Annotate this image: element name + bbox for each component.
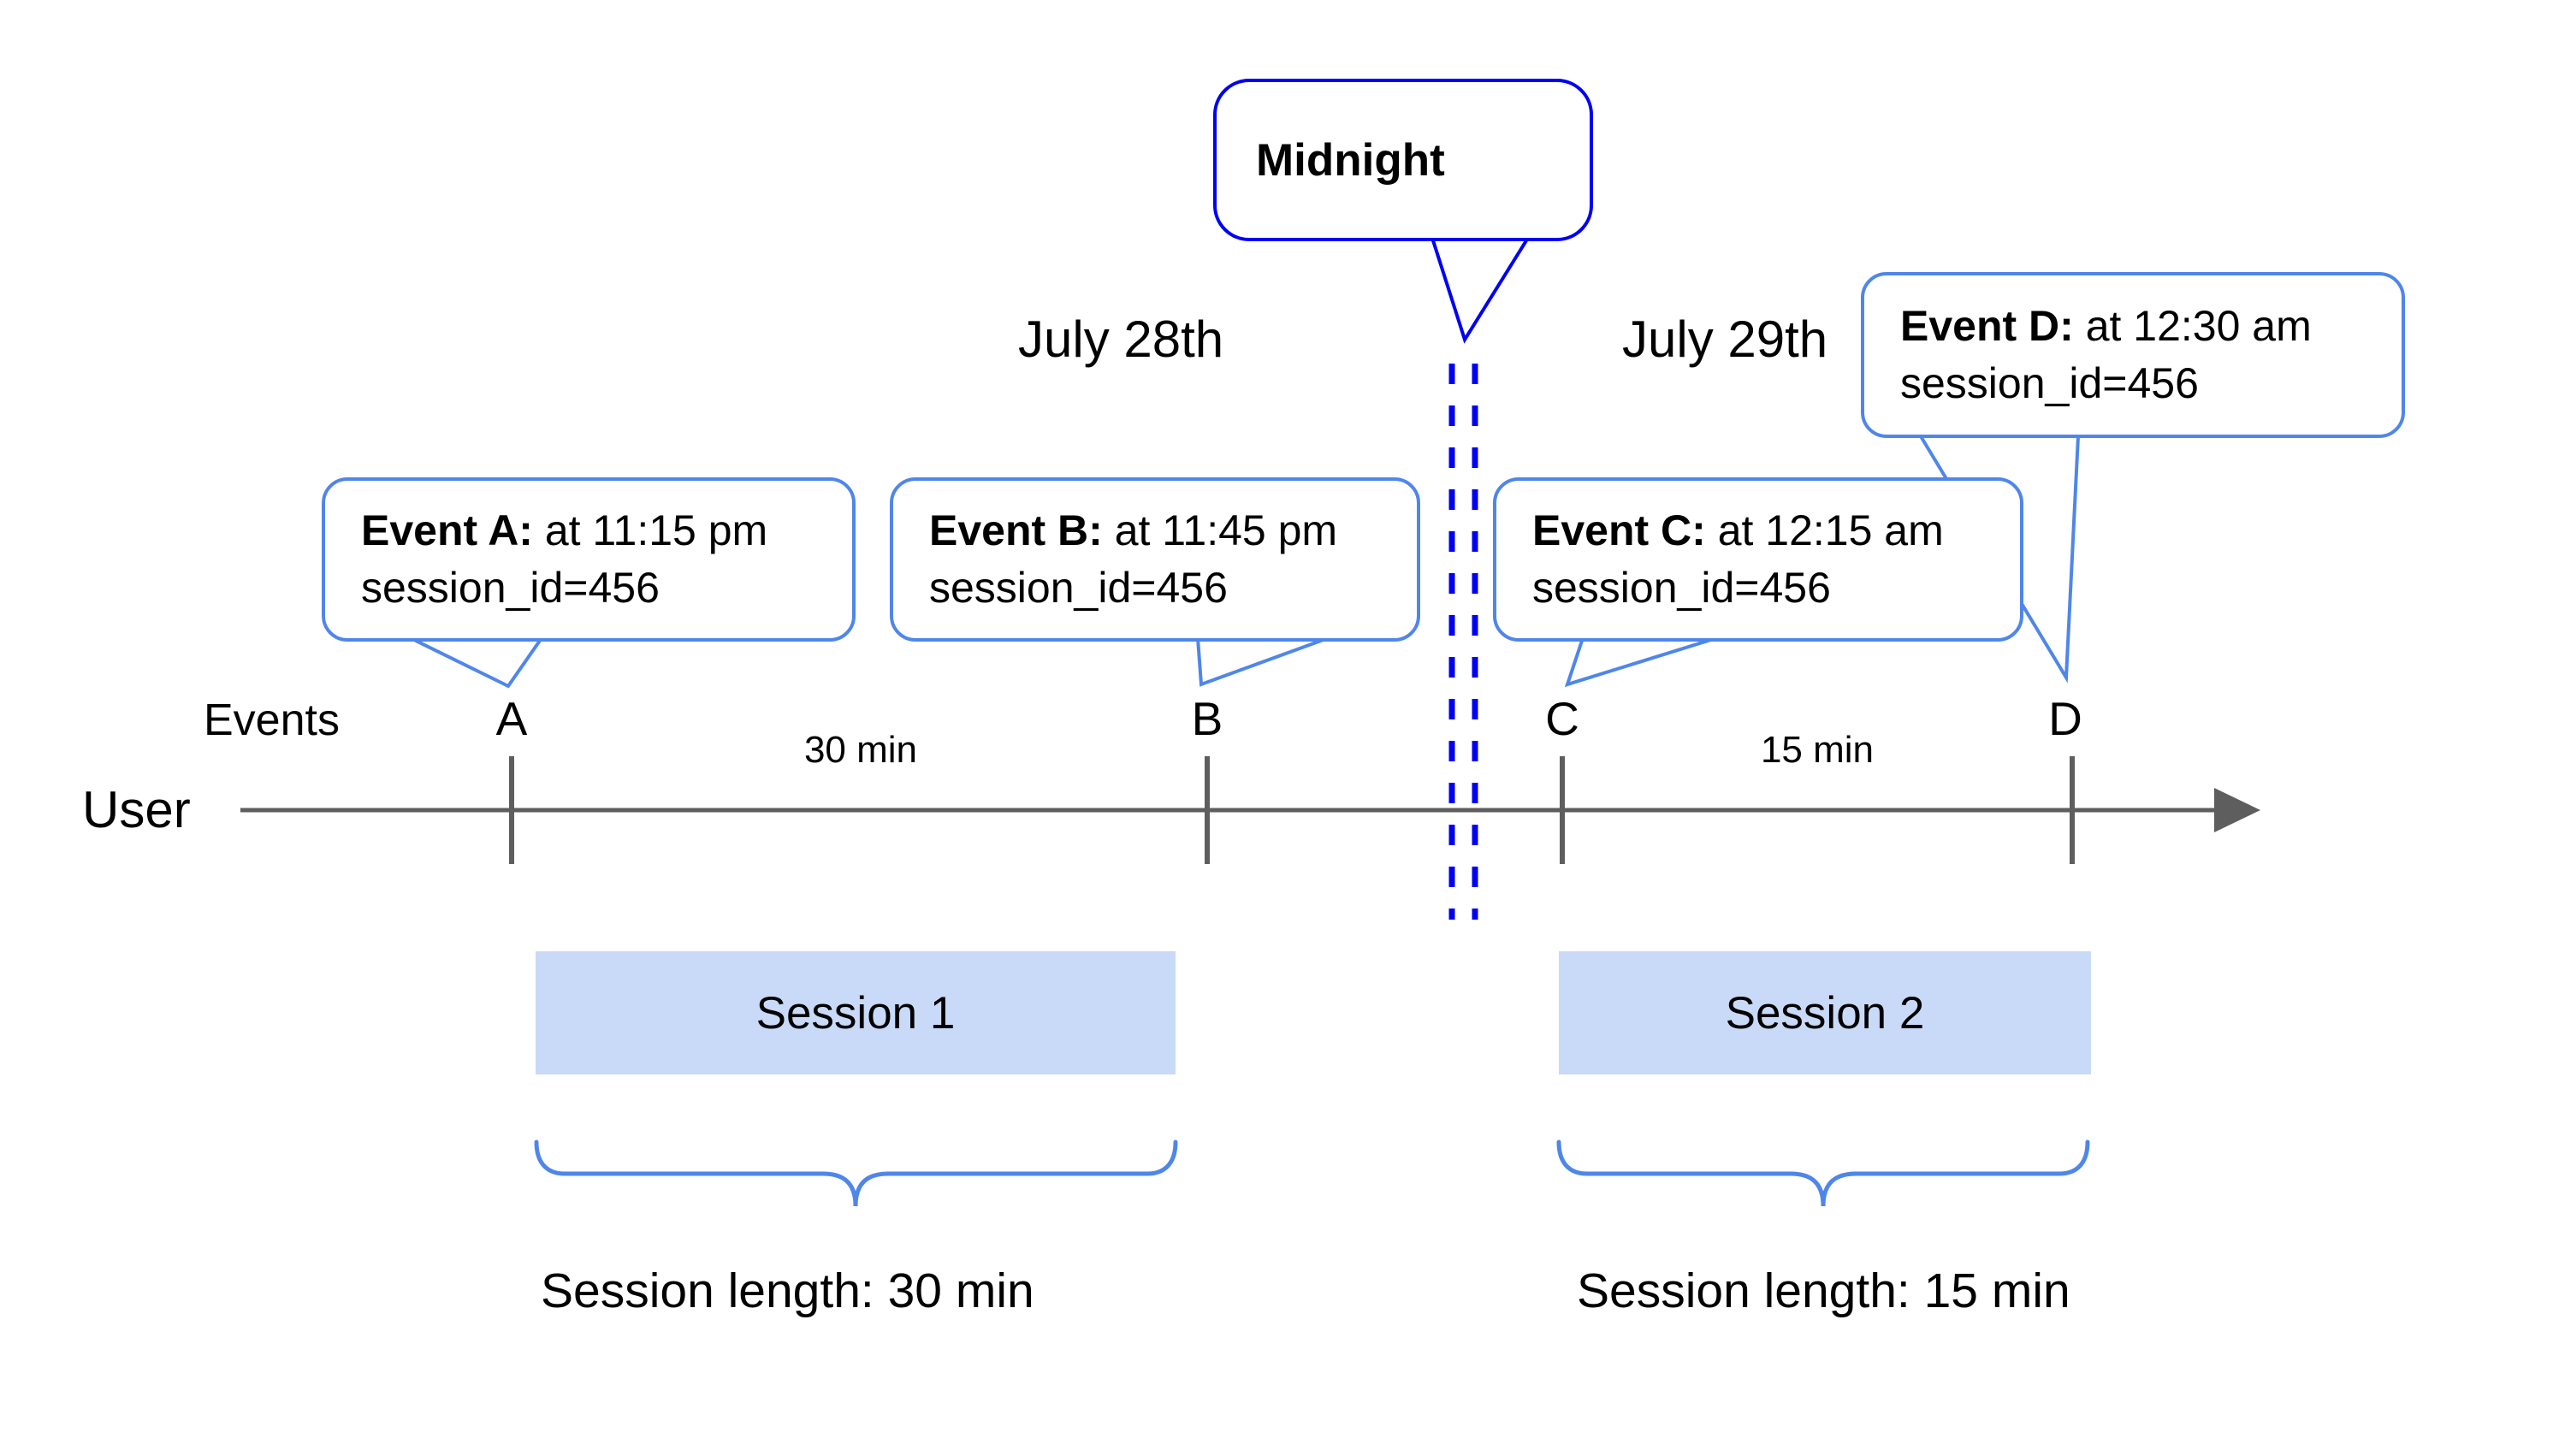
session-1-length-label: Session length: 30 min [541,1264,1034,1318]
event-c-time: at 12:15 am [1705,506,1944,554]
event-d-title: Event D: at 12:30 am [1900,298,2402,355]
event-a-callout: Event A: at 11:15 pm session_id=456 [322,477,856,642]
date-july-28: July 28th [1018,311,1224,368]
session-2-length-label: Session length: 15 min [1577,1264,2070,1318]
event-d-time: at 12:30 am [2073,302,2312,350]
event-c-session-id: session_id=456 [1532,564,1831,612]
event-a-title: Event A: at 11:15 pm [361,502,852,559]
event-d-name: Event D: [1900,302,2074,350]
events-axis-label: Events [204,695,340,745]
interval-30min-label: 30 min [803,729,918,771]
event-a-callout-tail [410,636,543,689]
event-c-callout: Event C: at 12:15 am session_id=456 [1493,477,2023,642]
event-a-session-id: session_id=456 [361,564,660,612]
event-b-session-id: session_id=456 [929,564,1228,612]
brace-session-2 [1556,1139,2090,1207]
event-d-callout: Event D: at 12:30 am session_id=456 [1861,272,2405,438]
event-b-callout-tail [1196,636,1329,687]
brace-session-1 [534,1139,1178,1207]
event-d-session-id: session_id=456 [1900,359,2199,407]
event-b-name: Event B: [929,506,1103,554]
event-a-name: Event A: [361,506,533,554]
event-c-title: Event C: at 12:15 am [1532,502,2020,559]
midnight-callout-tail [1431,236,1530,344]
session-2-label: Session 2 [1725,987,1925,1039]
event-b-time: at 11:45 pm [1102,506,1338,554]
date-july-29: July 29th [1622,311,1828,368]
event-c-name: Event C: [1532,506,1706,554]
session-1-label: Session 1 [755,987,956,1039]
midnight-callout: Midnight [1213,79,1593,241]
tick-label-d: D [2048,692,2082,745]
timeline-arrowhead-icon [2214,788,2260,832]
user-axis-label: User [82,781,191,838]
session-1-box: Session 1 [536,951,1176,1074]
midnight-label: Midnight [1256,134,1445,186]
event-a-time: at 11:15 pm [532,506,768,554]
tick-label-c: C [1545,692,1579,745]
session-2-box: Session 2 [1559,951,2091,1074]
event-c-callout-tail [1564,636,1717,688]
tick-label-a: A [495,692,528,745]
event-b-callout: Event B: at 11:45 pm session_id=456 [890,477,1420,642]
tick-label-b: B [1191,692,1223,745]
event-b-title: Event B: at 11:45 pm [929,502,1417,559]
interval-15min-label: 15 min [1760,729,1875,771]
